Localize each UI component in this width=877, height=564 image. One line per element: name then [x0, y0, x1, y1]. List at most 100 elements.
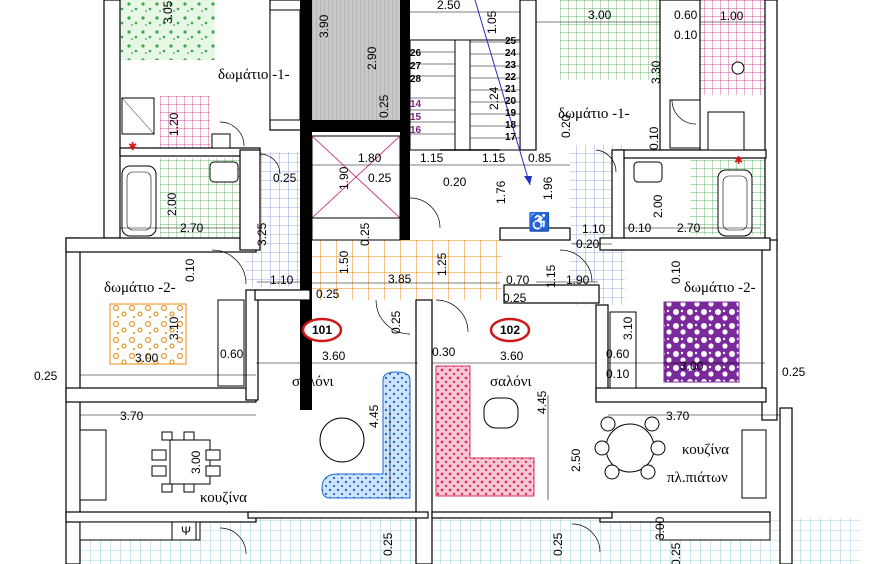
svg-text:0.30: 0.30	[432, 345, 456, 359]
bedroom2-left-rug	[109, 303, 187, 365]
svg-text:1.80: 1.80	[358, 151, 382, 165]
room-kitchen-right: κουζίνα	[682, 442, 729, 458]
svg-text:0.85: 0.85	[528, 151, 552, 165]
svg-text:3.60: 3.60	[500, 349, 524, 363]
bath-right-pink-tile	[700, 0, 765, 95]
svg-text:3.00: 3.00	[135, 351, 159, 365]
wardrobe-right	[609, 311, 637, 389]
svg-text:2.24: 2.24	[487, 86, 501, 110]
svg-text:3.85: 3.85	[388, 272, 412, 286]
svg-text:2.00: 2.00	[651, 194, 665, 218]
svg-text:0.25: 0.25	[782, 365, 806, 379]
sink-kitchen-left	[171, 521, 197, 541]
dimension-lines	[80, 11, 780, 500]
svg-text:3.00: 3.00	[588, 8, 612, 22]
svg-text:3.70: 3.70	[120, 409, 144, 423]
dining-table-right	[594, 416, 666, 480]
svg-text:0.60: 0.60	[606, 347, 630, 361]
svg-text:0.60: 0.60	[220, 347, 244, 361]
svg-text:27: 27	[410, 61, 422, 72]
dining-table-left	[151, 431, 221, 493]
svg-text:0.25: 0.25	[368, 171, 392, 185]
svg-text:1.15: 1.15	[544, 264, 558, 288]
wardrobe-left	[217, 299, 245, 387]
star-right: ✱	[734, 155, 743, 167]
stair-numbers-right: 25 24 23 22 21 20 19 18 17	[505, 36, 517, 143]
flat-marker-left: 101	[301, 317, 343, 343]
bedroom1-left-rug	[120, 0, 215, 60]
bathtub-right	[717, 169, 753, 237]
sink-right	[633, 161, 663, 183]
coffee-table-left	[319, 417, 365, 463]
landing-orange-tile	[312, 240, 502, 300]
svg-text:0.20: 0.20	[576, 237, 600, 251]
svg-text:21: 21	[505, 84, 517, 95]
psi-left: Ψ	[181, 524, 191, 538]
doors	[211, 99, 697, 555]
svg-text:1.90: 1.90	[337, 166, 351, 190]
bath-left-pink-tile	[160, 96, 210, 150]
stair-numbers-left: 26 27 28 14 15 16	[410, 48, 422, 136]
svg-text:22: 22	[505, 72, 517, 83]
svg-text:1.15: 1.15	[482, 151, 506, 165]
svg-text:2.50: 2.50	[437, 0, 461, 12]
wc-left	[211, 133, 231, 149]
svg-text:16: 16	[410, 125, 422, 136]
flat-number-left: 101	[312, 323, 332, 337]
svg-text:1.96: 1.96	[541, 176, 555, 200]
svg-text:2.70: 2.70	[180, 221, 204, 235]
svg-text:0.70: 0.70	[506, 273, 530, 287]
svg-text:3.70: 3.70	[666, 409, 690, 423]
svg-text:1.10: 1.10	[270, 273, 294, 287]
svg-text:0.10: 0.10	[628, 221, 652, 235]
fridge-left	[79, 429, 107, 501]
svg-text:0.20: 0.20	[559, 114, 573, 138]
svg-text:0.20: 0.20	[443, 175, 467, 189]
svg-text:3.05: 3.05	[161, 0, 175, 24]
fridge-right	[741, 429, 767, 499]
svg-text:3.90: 3.90	[317, 14, 331, 38]
svg-text:2.50: 2.50	[569, 448, 583, 472]
svg-text:1.90: 1.90	[566, 273, 590, 287]
svg-text:1.00: 1.00	[720, 9, 744, 23]
svg-text:0.25: 0.25	[377, 94, 391, 118]
svg-text:0.25: 0.25	[503, 291, 527, 305]
room-living-left: σαλόνι	[292, 374, 334, 390]
svg-text:3.00: 3.00	[189, 450, 203, 474]
svg-text:2.90: 2.90	[365, 46, 379, 70]
svg-text:3.00: 3.00	[653, 516, 667, 540]
svg-text:19: 19	[505, 108, 517, 119]
svg-text:1.25: 1.25	[435, 252, 449, 276]
sofa-right	[435, 365, 535, 497]
svg-text:3.10: 3.10	[621, 316, 635, 340]
svg-text:20: 20	[505, 96, 517, 107]
coffee-table-right	[483, 397, 519, 429]
svg-text:3.60: 3.60	[322, 349, 346, 363]
svg-text:0.60: 0.60	[674, 8, 698, 22]
bathtub-left	[121, 165, 157, 237]
svg-text:1.15: 1.15	[420, 151, 444, 165]
flat-number-right: 102	[500, 323, 520, 337]
dimension-labels: 3.05 3.90 2.90 2.50 1.05 3.00 0.60 1.00 …	[34, 0, 806, 564]
svg-text:0.10: 0.10	[647, 126, 661, 150]
svg-text:0.10: 0.10	[183, 258, 197, 282]
svg-text:0.25: 0.25	[389, 310, 403, 334]
svg-text:1.50: 1.50	[337, 250, 351, 274]
svg-text:0.10: 0.10	[606, 367, 630, 381]
shower-left	[121, 97, 155, 135]
room-bedroom2-left: δωμάτιο -2-	[104, 280, 176, 296]
sink-left	[209, 161, 239, 183]
svg-text:4.45: 4.45	[535, 390, 549, 414]
svg-text:3.00: 3.00	[680, 359, 704, 373]
wheelchair-icon: ♿	[528, 211, 550, 232]
svg-text:14: 14	[410, 99, 422, 110]
bedroom1-right-green	[560, 0, 660, 80]
svg-text:26: 26	[410, 48, 422, 59]
svg-text:0.25: 0.25	[316, 287, 340, 301]
svg-text:23: 23	[505, 60, 517, 71]
svg-text:1.05: 1.05	[485, 10, 499, 34]
svg-text:0.25: 0.25	[381, 532, 395, 556]
counter-right	[659, 521, 771, 541]
svg-text:0.25: 0.25	[358, 222, 372, 246]
